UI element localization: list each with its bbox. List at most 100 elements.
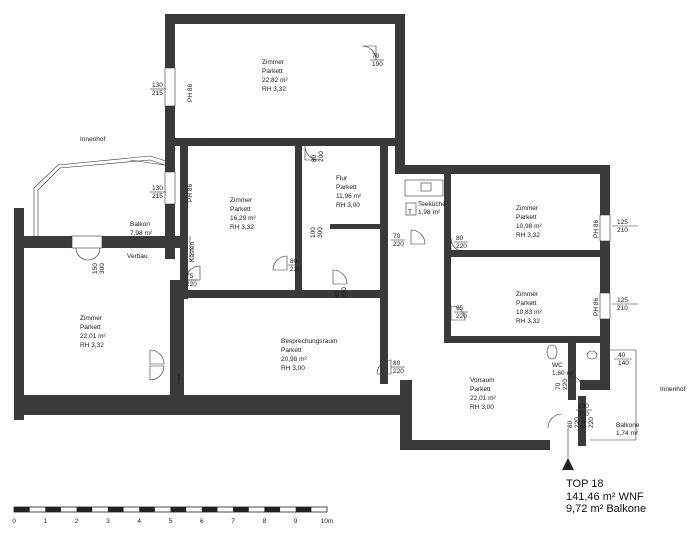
- room-height: RH 3,00: [470, 404, 494, 411]
- wall-mid-divider: [295, 144, 302, 294]
- unit-wnf: 141,46 m² WNF: [566, 490, 644, 503]
- room-floor: Parkett: [516, 214, 537, 221]
- balkon-right-name: Balkone: [616, 422, 640, 429]
- door-swing-4: [332, 269, 348, 285]
- wall-vorraum-left: [400, 380, 412, 450]
- door-swing-entry: [547, 413, 563, 429]
- dim-width: 125: [617, 297, 628, 304]
- room-floor: Parkett: [262, 68, 283, 75]
- door-swing-2: [304, 145, 320, 161]
- room-area: 22,01 m²: [80, 333, 106, 340]
- room-height: RH 3,32: [516, 232, 540, 239]
- dim-height: 220: [456, 313, 467, 320]
- room-height: RH 3,00: [336, 202, 360, 209]
- window-mid-room: [164, 171, 176, 205]
- room-floor: Parkett: [470, 386, 491, 393]
- wall-right-divider1: [444, 250, 604, 257]
- door-swing-13: [87, 247, 101, 261]
- room-height: RH 3,32: [262, 86, 286, 93]
- door-swing-3: [272, 255, 288, 271]
- dim-width: 130: [152, 82, 163, 89]
- room-floor: Parkett: [281, 347, 302, 354]
- room-height: RH 3,32: [230, 224, 254, 231]
- dim-height: 220: [393, 241, 404, 248]
- unit-title: TOP 18: [566, 478, 604, 490]
- wall-right-divider2: [444, 336, 604, 343]
- wall-top-room-left: [165, 14, 175, 259]
- room-area: 16,29 m²: [230, 215, 256, 222]
- dim-width: 130: [152, 185, 163, 192]
- dim-width: 140: [581, 417, 588, 428]
- room-name: Vorraum: [470, 377, 495, 384]
- scale-tick-label: 10m: [321, 518, 334, 525]
- dim-height: 215: [152, 193, 163, 200]
- balkon-left-area: 7,98 m²: [130, 230, 153, 237]
- courtyard-label-right: Innenhof: [660, 386, 685, 393]
- balkon-line: [129, 159, 166, 166]
- room-area: 10,83 m²: [516, 309, 542, 316]
- room-name: Zimmer: [80, 315, 103, 322]
- dim-width: 130: [578, 403, 589, 410]
- dim-height: 210: [617, 305, 628, 312]
- fixtures: [129, 141, 598, 360]
- wall-wc-left: [568, 340, 576, 400]
- dim-width: 80: [567, 420, 574, 428]
- dim-width: 100: [310, 227, 317, 238]
- room-floor: Parkett: [230, 206, 251, 213]
- entry-marker: [562, 428, 574, 470]
- room-name: Zimmer: [262, 59, 285, 66]
- dim-width: 80: [456, 235, 464, 242]
- door-balkon: [71, 235, 103, 249]
- wall-left-inner: [170, 280, 184, 400]
- kitchen-sink: [420, 182, 432, 192]
- scale-tick-label: 0: [12, 518, 16, 525]
- window-right-1: [599, 214, 611, 242]
- scale-bar: 0 1 2 3 4 5 6 7 8 9 10m: [12, 506, 334, 525]
- scale-tick-label: 4: [137, 518, 141, 525]
- door-swing-8: [376, 359, 392, 375]
- balkon-right-outline: [590, 349, 637, 441]
- kasten-label: Kästen: [189, 241, 196, 262]
- balkon-railing: [37, 159, 166, 236]
- balkon-right-railing: [590, 349, 637, 441]
- wc-toilet: [546, 344, 558, 360]
- wc-basin: [586, 350, 598, 360]
- dim-height: 220: [574, 417, 581, 428]
- scale-tick-label: 8: [263, 518, 267, 525]
- wall-flur-inner: [330, 224, 385, 229]
- door-swing-12: [75, 247, 89, 261]
- wc-name: WC: [552, 362, 563, 369]
- dim-height: 300: [578, 411, 589, 418]
- scale-tick-label: 9: [294, 518, 298, 525]
- dim-height: 190: [372, 61, 383, 68]
- dim-height: 220: [562, 379, 569, 390]
- room-floor: Parkett: [336, 184, 357, 191]
- dim-width: 40: [618, 352, 626, 359]
- window-right-2: [599, 292, 611, 320]
- dim-width: 70: [555, 382, 562, 390]
- room-area: 22,01 m²: [470, 395, 496, 402]
- dim-width: 80: [334, 290, 341, 298]
- dim-height: 220: [393, 368, 404, 375]
- room-floor: Parkett: [516, 300, 537, 307]
- ph-label: PH 86: [187, 84, 194, 102]
- room-area: 22,82 m²: [262, 77, 288, 84]
- room-labels: Zimmer Parkett 22,82 m² RH 3,32 Zimmer P…: [80, 59, 685, 437]
- balkon-right-area: 1,74 m²: [616, 430, 639, 437]
- wall-mid-left: [180, 144, 188, 299]
- unit-info: TOP 18 141,46 m² WNF 9,72 m² Balkone: [566, 478, 646, 516]
- door-swing-10: [149, 349, 165, 365]
- door-swing-6: [450, 237, 466, 253]
- balkon-left-outline: [33, 155, 167, 236]
- dim-width: 95: [456, 305, 464, 312]
- kitchen-counter: [404, 179, 444, 197]
- dim-height: 210: [617, 227, 628, 234]
- wall-top-room-right: [395, 14, 405, 169]
- wall-right-top: [395, 165, 610, 174]
- wall-mid-bottom: [180, 290, 385, 298]
- walls: [14, 14, 611, 450]
- dim-height: 300: [317, 227, 324, 238]
- ph-label: PH 86: [593, 298, 600, 316]
- scale-tick-label: 6: [200, 518, 204, 525]
- scale-tick-label: 7: [231, 518, 235, 525]
